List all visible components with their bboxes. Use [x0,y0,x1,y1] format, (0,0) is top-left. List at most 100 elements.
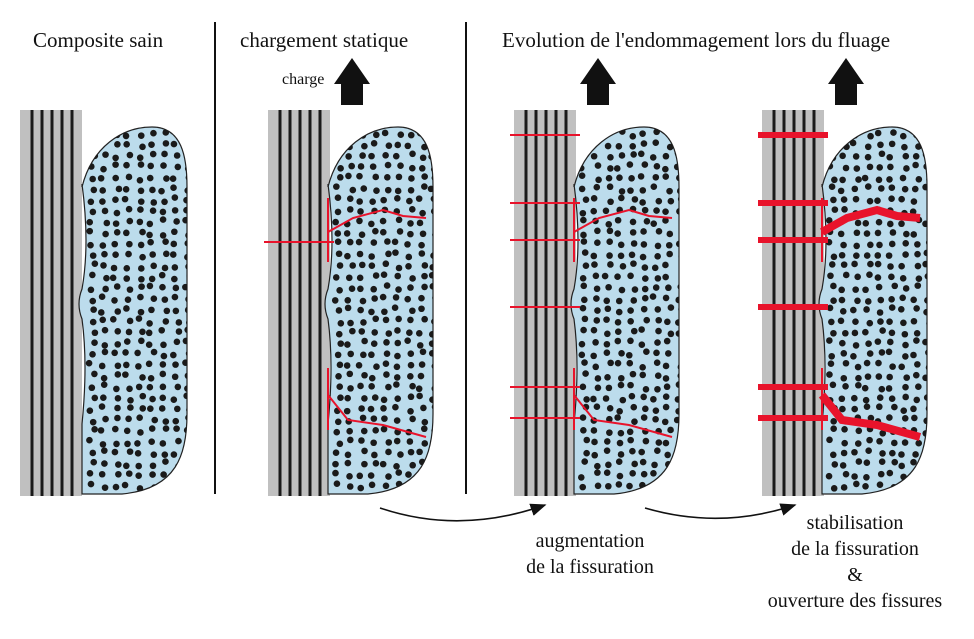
particle [901,185,909,193]
particle [888,184,896,191]
particle [891,439,898,447]
particle [592,339,599,346]
particle [914,241,921,248]
particle [135,363,142,370]
particle [828,318,835,326]
particle [662,403,670,411]
particle [679,463,686,470]
particle [346,238,354,246]
particle [115,461,122,468]
particle [676,187,679,195]
particle [606,405,614,412]
particle [334,194,342,201]
particle [123,229,130,237]
particle [629,470,636,477]
particle [147,375,155,382]
particle [618,152,626,159]
particle [359,152,366,159]
particle [149,150,157,158]
particle [101,348,109,356]
particle [912,371,920,379]
particle [358,231,366,239]
particle [651,264,659,272]
particle [614,319,622,326]
particle [875,176,883,184]
particle [915,383,922,390]
particle [626,428,634,436]
particle [888,304,896,311]
particle [830,297,837,305]
particle [878,150,886,158]
particle [662,173,670,180]
particle [360,319,367,326]
particle [419,348,427,356]
particle [395,264,403,272]
particle [347,436,354,444]
particle [603,438,611,445]
particle [855,381,862,389]
particle [886,318,893,326]
particle [391,304,399,312]
particle [886,153,893,161]
matrix-crack [327,394,427,438]
particle [842,359,850,367]
particle [406,197,413,205]
particle [630,260,637,267]
particle [830,425,837,433]
particle [380,396,388,404]
particle [115,185,123,193]
particle [334,351,342,359]
particle [102,230,109,238]
particle [667,304,675,311]
particle [580,326,587,334]
particle [121,195,129,203]
particle [641,264,649,271]
particle [618,194,625,202]
particle [915,275,923,282]
particle [679,339,686,346]
particle [148,275,156,283]
particle [607,198,614,206]
particle [185,151,187,159]
particle [828,183,836,191]
particle [419,230,427,238]
particle [595,176,602,184]
particle [90,186,98,194]
particle [428,350,433,357]
particle [829,451,837,459]
particle [874,260,882,268]
particle [606,252,613,259]
particle [650,183,658,190]
particle [173,425,180,432]
particle [655,228,663,235]
particle [827,360,835,367]
particle [875,283,883,291]
particle [171,293,179,301]
particle [114,341,122,348]
particle [593,285,601,293]
particle [866,197,874,205]
particle [113,385,120,393]
particle [101,447,108,454]
particle [902,152,910,160]
particle [926,470,927,477]
particle [902,285,910,292]
particle [123,275,131,282]
particle [842,470,850,478]
particle [914,262,922,270]
particle [578,172,586,179]
particle [159,370,167,378]
particle [170,140,178,148]
particle [361,395,368,402]
particle [408,175,415,182]
particle [838,286,845,294]
particle [661,418,669,426]
particle [122,132,130,140]
particle [382,152,389,159]
particle [146,282,154,290]
particle [886,469,894,477]
particle [345,172,352,180]
particle [136,414,143,421]
particle [902,393,909,401]
